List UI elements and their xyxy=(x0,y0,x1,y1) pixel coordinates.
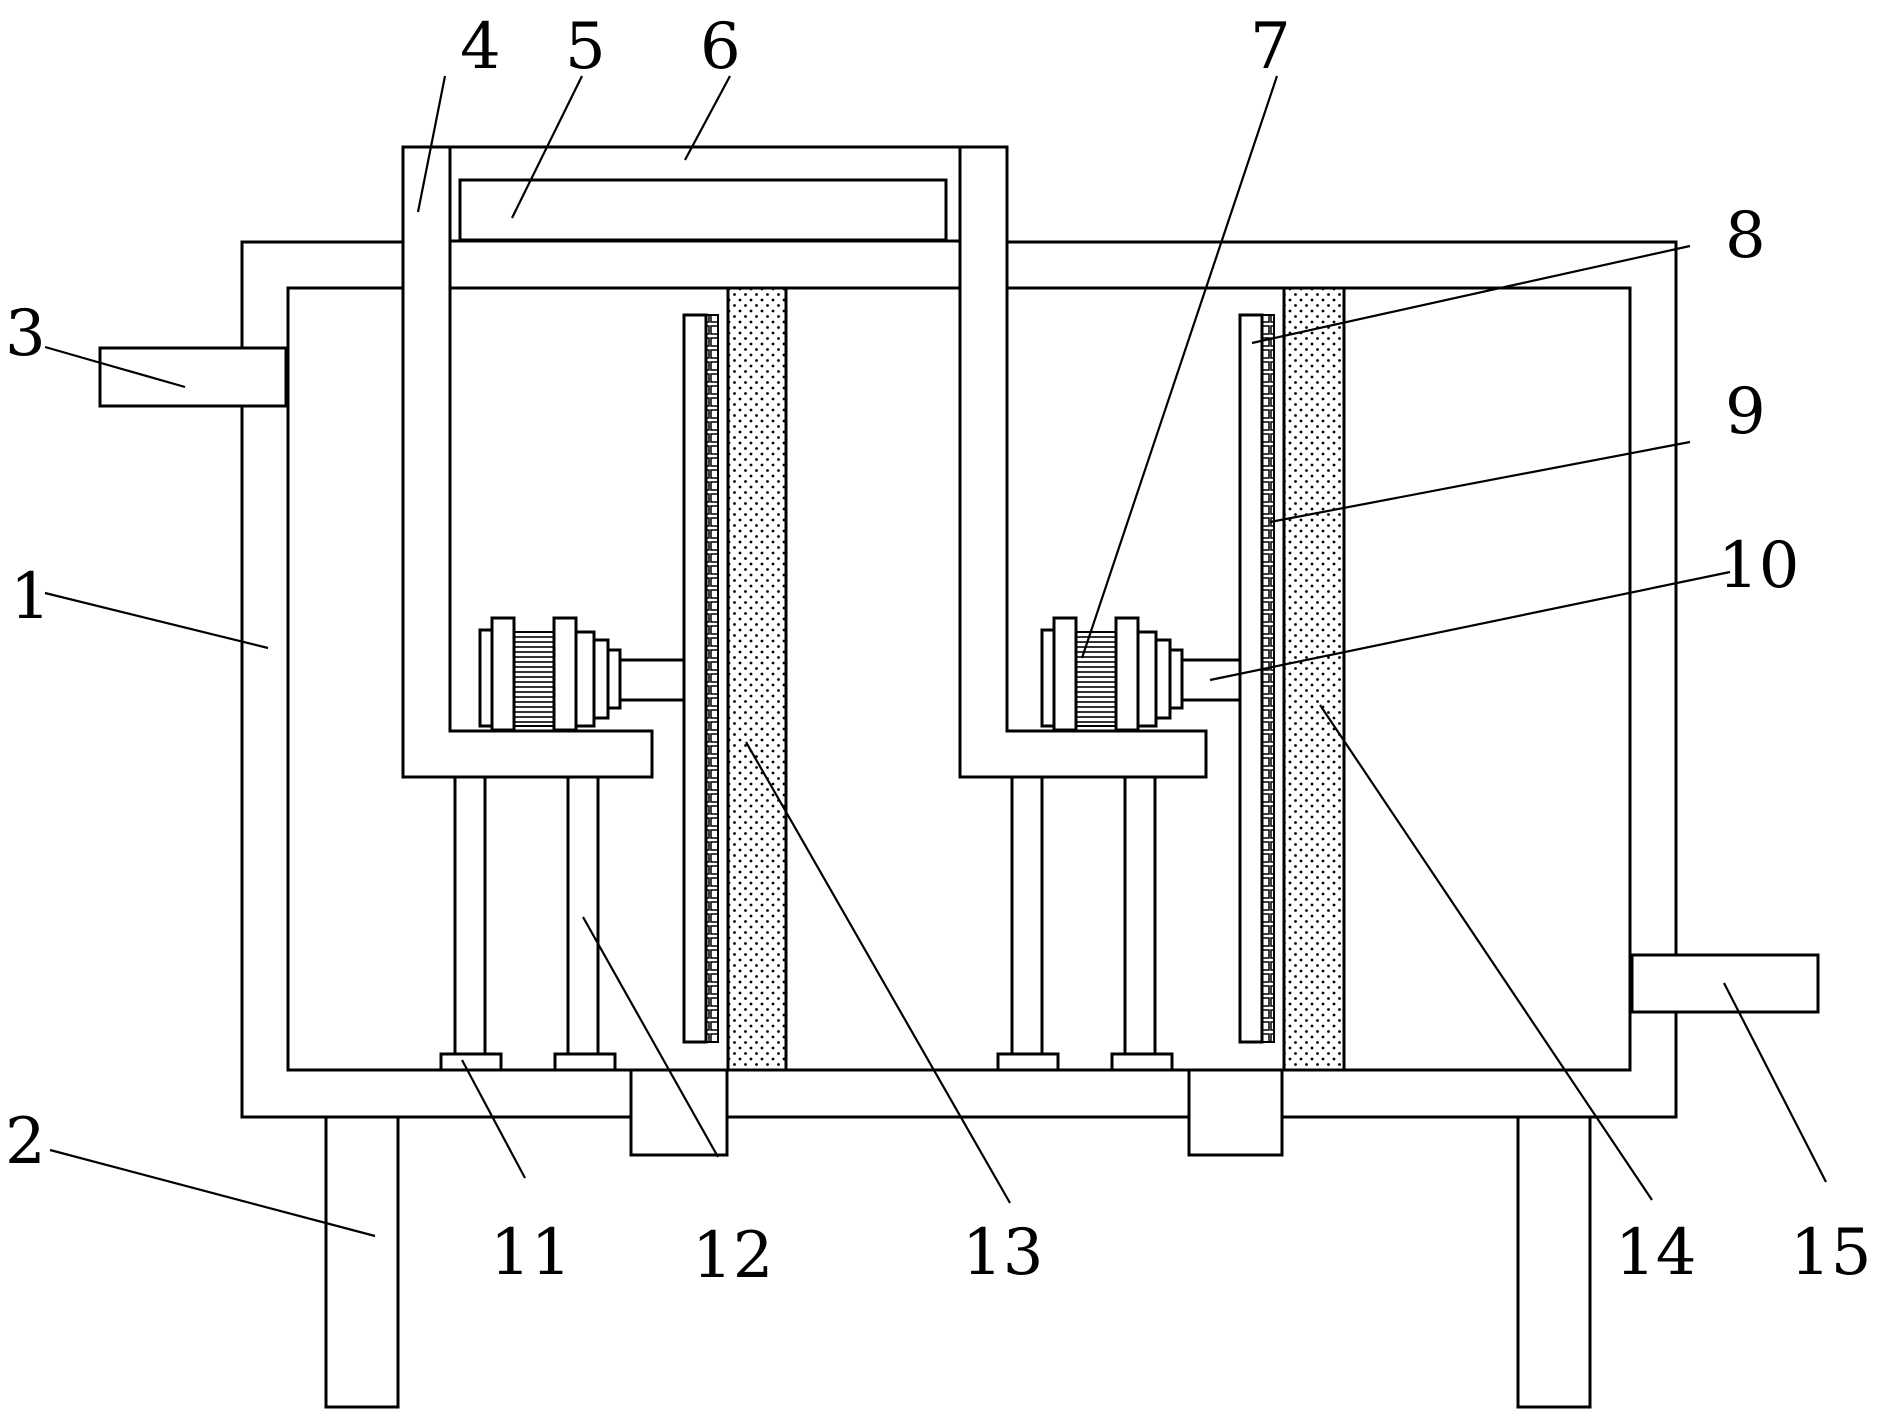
bracket-left xyxy=(401,145,654,779)
leg-right xyxy=(1516,1113,1592,1409)
rack-right xyxy=(1261,314,1275,1043)
bottom-sleeve-right xyxy=(1187,1068,1284,1157)
leader-9 xyxy=(1269,440,1691,524)
column-base-4 xyxy=(1110,1052,1174,1072)
label-4: 4 xyxy=(460,10,501,84)
label-8: 8 xyxy=(1725,199,1766,273)
motor-right xyxy=(1040,616,1184,732)
filter-left xyxy=(726,286,788,1072)
leader-6 xyxy=(684,75,731,161)
support-column-4 xyxy=(1123,775,1157,1056)
column-base-1 xyxy=(439,1052,503,1072)
label-14: 14 xyxy=(1615,1216,1696,1290)
label-13: 13 xyxy=(962,1216,1043,1290)
leader-3 xyxy=(44,345,186,389)
top-frame-opening xyxy=(448,239,962,290)
plate-right xyxy=(1238,313,1264,1044)
label-6: 6 xyxy=(700,10,741,84)
support-column-3 xyxy=(1010,775,1044,1056)
column-base-2 xyxy=(553,1052,617,1072)
bottom-sleeve-left xyxy=(629,1068,729,1157)
label-1: 1 xyxy=(10,560,51,634)
inlet-pipe xyxy=(98,346,288,408)
label-10: 10 xyxy=(1718,529,1799,603)
leader-11 xyxy=(461,1059,526,1179)
leader-15 xyxy=(1723,982,1827,1183)
filter-right xyxy=(1282,286,1346,1072)
support-column-1 xyxy=(453,775,487,1056)
leader-12 xyxy=(582,916,719,1158)
plate-left xyxy=(682,313,708,1044)
leader-14 xyxy=(1319,704,1653,1201)
label-9: 9 xyxy=(1725,375,1766,449)
shaft-left xyxy=(618,658,686,702)
leader-1 xyxy=(44,591,269,650)
column-base-3 xyxy=(996,1052,1060,1072)
leader-2 xyxy=(49,1148,376,1238)
rack-left xyxy=(705,314,719,1043)
leg-left xyxy=(324,1113,400,1409)
label-7: 7 xyxy=(1250,10,1291,84)
leader-7 xyxy=(1080,75,1279,659)
leader-4 xyxy=(416,75,447,213)
label-5: 5 xyxy=(565,10,606,84)
leader-5 xyxy=(511,75,583,219)
label-3: 3 xyxy=(5,297,46,371)
leader-10 xyxy=(1209,570,1731,682)
leader-13 xyxy=(745,741,1011,1204)
leader-8 xyxy=(1251,244,1691,345)
label-11: 11 xyxy=(490,1216,571,1290)
label-12: 12 xyxy=(692,1219,773,1293)
support-column-2 xyxy=(566,775,600,1056)
top-plate xyxy=(458,178,948,242)
label-2: 2 xyxy=(5,1105,46,1179)
motor-left xyxy=(478,616,622,732)
bracket-right xyxy=(958,145,1208,779)
label-15: 15 xyxy=(1790,1216,1871,1290)
